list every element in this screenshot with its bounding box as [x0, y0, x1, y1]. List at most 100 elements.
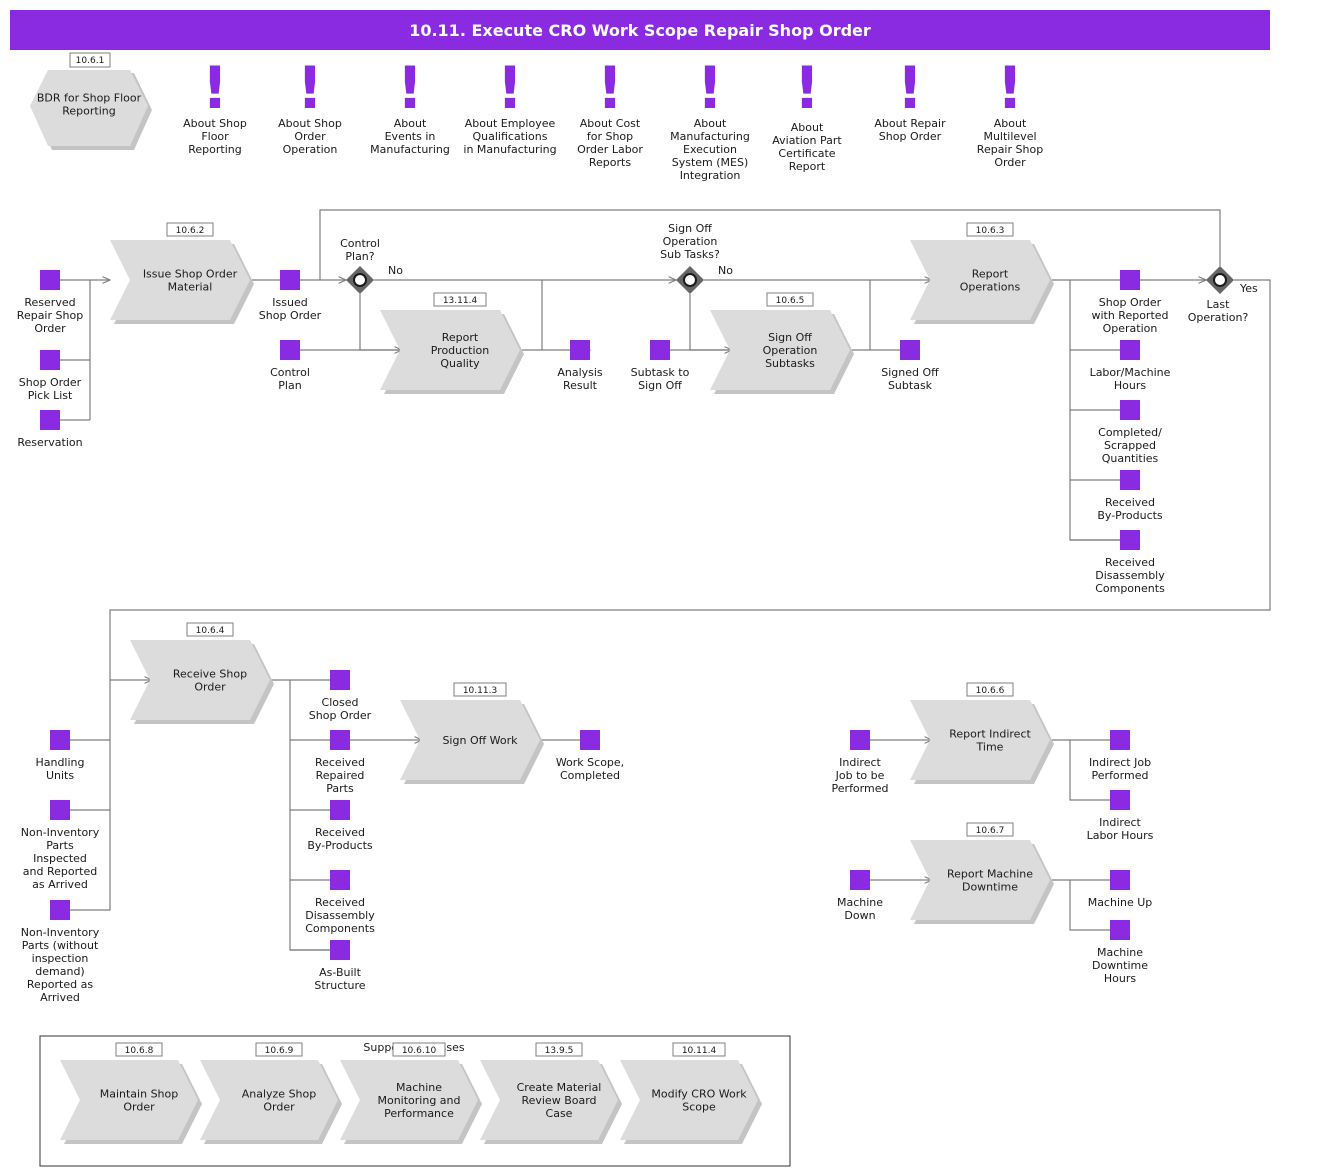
data-object-icon — [330, 940, 350, 960]
exclamation-icon: ! — [297, 54, 323, 122]
data-object-icon — [40, 270, 60, 290]
data-object-icon — [1110, 870, 1130, 890]
exclamation-icon: ! — [397, 54, 423, 122]
process-issue-shop-order-material-ref: 10.6.2 — [176, 226, 205, 236]
data-object-machine-up[interactable]: Machine Up — [1088, 870, 1153, 909]
data-object-label: Work Scope,Completed — [556, 756, 624, 782]
data-object-icon — [1110, 730, 1130, 750]
exclamation-icon: ! — [997, 54, 1023, 122]
data-object-icon — [330, 870, 350, 890]
data-object-icon — [1120, 400, 1140, 420]
data-object-reservation[interactable]: Reservation — [17, 410, 83, 449]
bdr-ref: 10.6.1 — [76, 56, 105, 66]
data-object-icon — [40, 350, 60, 370]
process-sign-off-work-ref: 10.11.3 — [463, 686, 497, 696]
data-object-icon — [330, 730, 350, 750]
data-object-icon — [50, 800, 70, 820]
data-object-workscope[interactable]: Work Scope,Completed — [556, 730, 624, 782]
data-object-icon — [650, 340, 670, 360]
data-object-icon — [330, 800, 350, 820]
support-create-material-review-board-case-ref: 13.9.5 — [545, 1046, 574, 1056]
data-object-icon — [280, 340, 300, 360]
